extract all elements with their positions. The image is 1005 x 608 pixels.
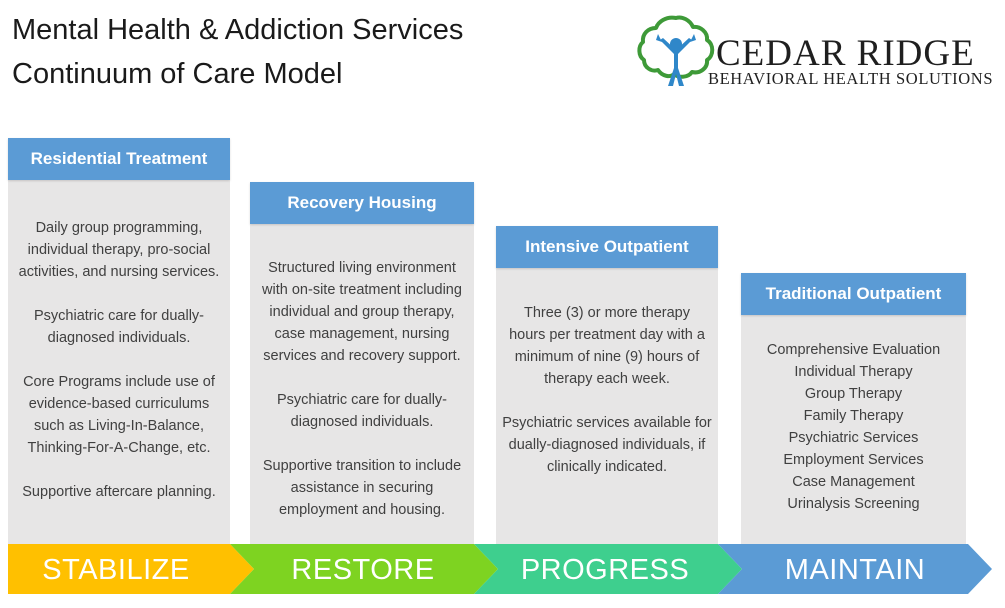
logo-subtitle: BEHAVIORAL HEALTH SOLUTIONS <box>708 69 994 88</box>
text-line: evidence-based curriculums <box>28 396 210 412</box>
text-line: activities, and nursing services. <box>18 264 220 280</box>
header-intensive-outpatient: Intensive Outpatient <box>496 226 718 268</box>
paragraph: Core Programs include use of evidence-ba… <box>8 371 230 459</box>
paragraph: Structured living environment with on-si… <box>250 257 474 367</box>
title-line-2: Continuum of Care Model <box>12 58 343 90</box>
column-intensive-outpatient: Three (3) or more therapy hours per trea… <box>496 226 718 548</box>
header-residential-treatment: Residential Treatment <box>8 138 230 180</box>
stage-label-progress: PROGRESS <box>520 554 690 586</box>
text-line: Case Management <box>792 474 915 490</box>
text-line: Three (3) or more therapy <box>523 305 690 321</box>
text-line: Family Therapy <box>803 408 904 424</box>
header-recovery-housing: Recovery Housing <box>250 182 474 224</box>
paragraph: Supportive transition to include assista… <box>250 455 474 521</box>
column-residential-treatment: Daily group programming, individual ther… <box>8 138 230 548</box>
text-line: diagnosed individuals. <box>47 330 191 346</box>
paragraph: Three (3) or more therapy hours per trea… <box>496 302 718 390</box>
text-line: Structured living environment <box>268 260 456 276</box>
text-line: Thinking-For-A-Change, etc. <box>27 440 211 456</box>
text-line: clinically indicated. <box>546 459 668 475</box>
text-line: with on-site treatment including <box>262 282 462 298</box>
column-body: Structured living environment with on-si… <box>250 257 474 521</box>
text-line: dually-diagnosed individuals, if <box>508 437 706 453</box>
tree-person-icon <box>637 15 715 86</box>
text-line: Psychiatric care for dually- <box>276 392 448 408</box>
paragraph: Psychiatric care for dually- diagnosed i… <box>8 305 230 349</box>
text-line: assistance in securing <box>290 480 434 496</box>
text-line: hours per treatment day with a <box>509 327 705 343</box>
text-line: Supportive aftercare planning. <box>22 484 216 500</box>
logo-name: CEDAR RIDGE <box>716 33 975 74</box>
stage-label-maintain: MAINTAIN <box>784 554 926 586</box>
text-line: Daily group programming, <box>35 220 203 236</box>
text-line: minimum of nine (9) hours of <box>514 349 700 365</box>
text-line: services and recovery support. <box>263 348 461 364</box>
text-line: Psychiatric Services <box>788 430 919 446</box>
stage-arrow-progress <box>474 544 742 594</box>
text-line: Psychiatric services available for <box>502 415 712 431</box>
stage-label-restore: RESTORE <box>291 554 435 586</box>
paragraph: Supportive aftercare planning. <box>8 481 230 503</box>
cedar-ridge-logo: CEDAR RIDGE BEHAVIORAL HEALTH SOLUTIONS <box>636 12 996 96</box>
page-title: Mental Health & Addiction Services Conti… <box>12 8 463 96</box>
text-line: Psychiatric care for dually- <box>33 308 205 324</box>
stage-arrow-stabilize <box>8 544 254 594</box>
stage-arrow-band <box>8 544 992 594</box>
text-line: such as Living-In-Balance, <box>33 418 205 434</box>
text-line: individual and group therapy, <box>269 304 455 320</box>
stage-arrow-restore <box>230 544 498 594</box>
text-line: diagnosed individuals. <box>290 414 434 430</box>
paragraph: Daily group programming, individual ther… <box>8 217 230 283</box>
text-line: Core Programs include use of <box>23 374 215 390</box>
column-traditional-outpatient: Comprehensive Evaluation Individual Ther… <box>741 273 966 548</box>
text-line: individual therapy, pro-social <box>27 242 211 258</box>
column-body: Daily group programming, individual ther… <box>8 217 230 503</box>
text-line: Comprehensive Evaluation <box>766 342 941 358</box>
text-line: Individual Therapy <box>794 364 913 380</box>
text-line: Group Therapy <box>804 386 903 402</box>
column-body: Three (3) or more therapy hours per trea… <box>496 302 718 478</box>
text-line: Supportive transition to include <box>262 458 462 474</box>
stage-arrow-maintain <box>718 544 992 594</box>
column-body: Comprehensive Evaluation Individual Ther… <box>741 339 966 515</box>
stage-label-stabilize: STABILIZE <box>42 554 190 586</box>
paragraph: Psychiatric care for dually- diagnosed i… <box>250 389 474 433</box>
title-line-1: Mental Health & Addiction Services <box>12 14 464 46</box>
header-traditional-outpatient: Traditional Outpatient <box>741 273 966 315</box>
text-line: Urinalysis Screening <box>787 496 920 512</box>
paragraph: Psychiatric services available for duall… <box>496 412 718 478</box>
text-line: employment and housing. <box>278 502 446 518</box>
paragraph: Comprehensive Evaluation Individual Ther… <box>741 339 966 515</box>
text-line: case management, nursing <box>274 326 450 342</box>
text-line: therapy each week. <box>544 371 670 387</box>
column-recovery-housing: Structured living environment with on-si… <box>250 182 474 548</box>
text-line: Employment Services <box>783 452 924 468</box>
